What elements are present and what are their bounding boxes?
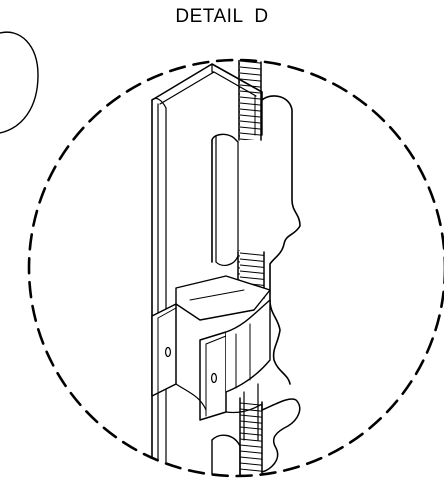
rod-lower-segment (243, 383, 259, 441)
reference-circle-arc (0, 31, 39, 134)
mounting-hole (211, 372, 218, 384)
spring-nut-clip (151, 275, 271, 421)
detail-title: DETAIL D (175, 6, 269, 27)
mounting-hole (165, 346, 172, 358)
detail-boundary-circle (27, 58, 444, 478)
threaded-rod (237, 60, 265, 476)
slotted-channel (151, 63, 301, 476)
